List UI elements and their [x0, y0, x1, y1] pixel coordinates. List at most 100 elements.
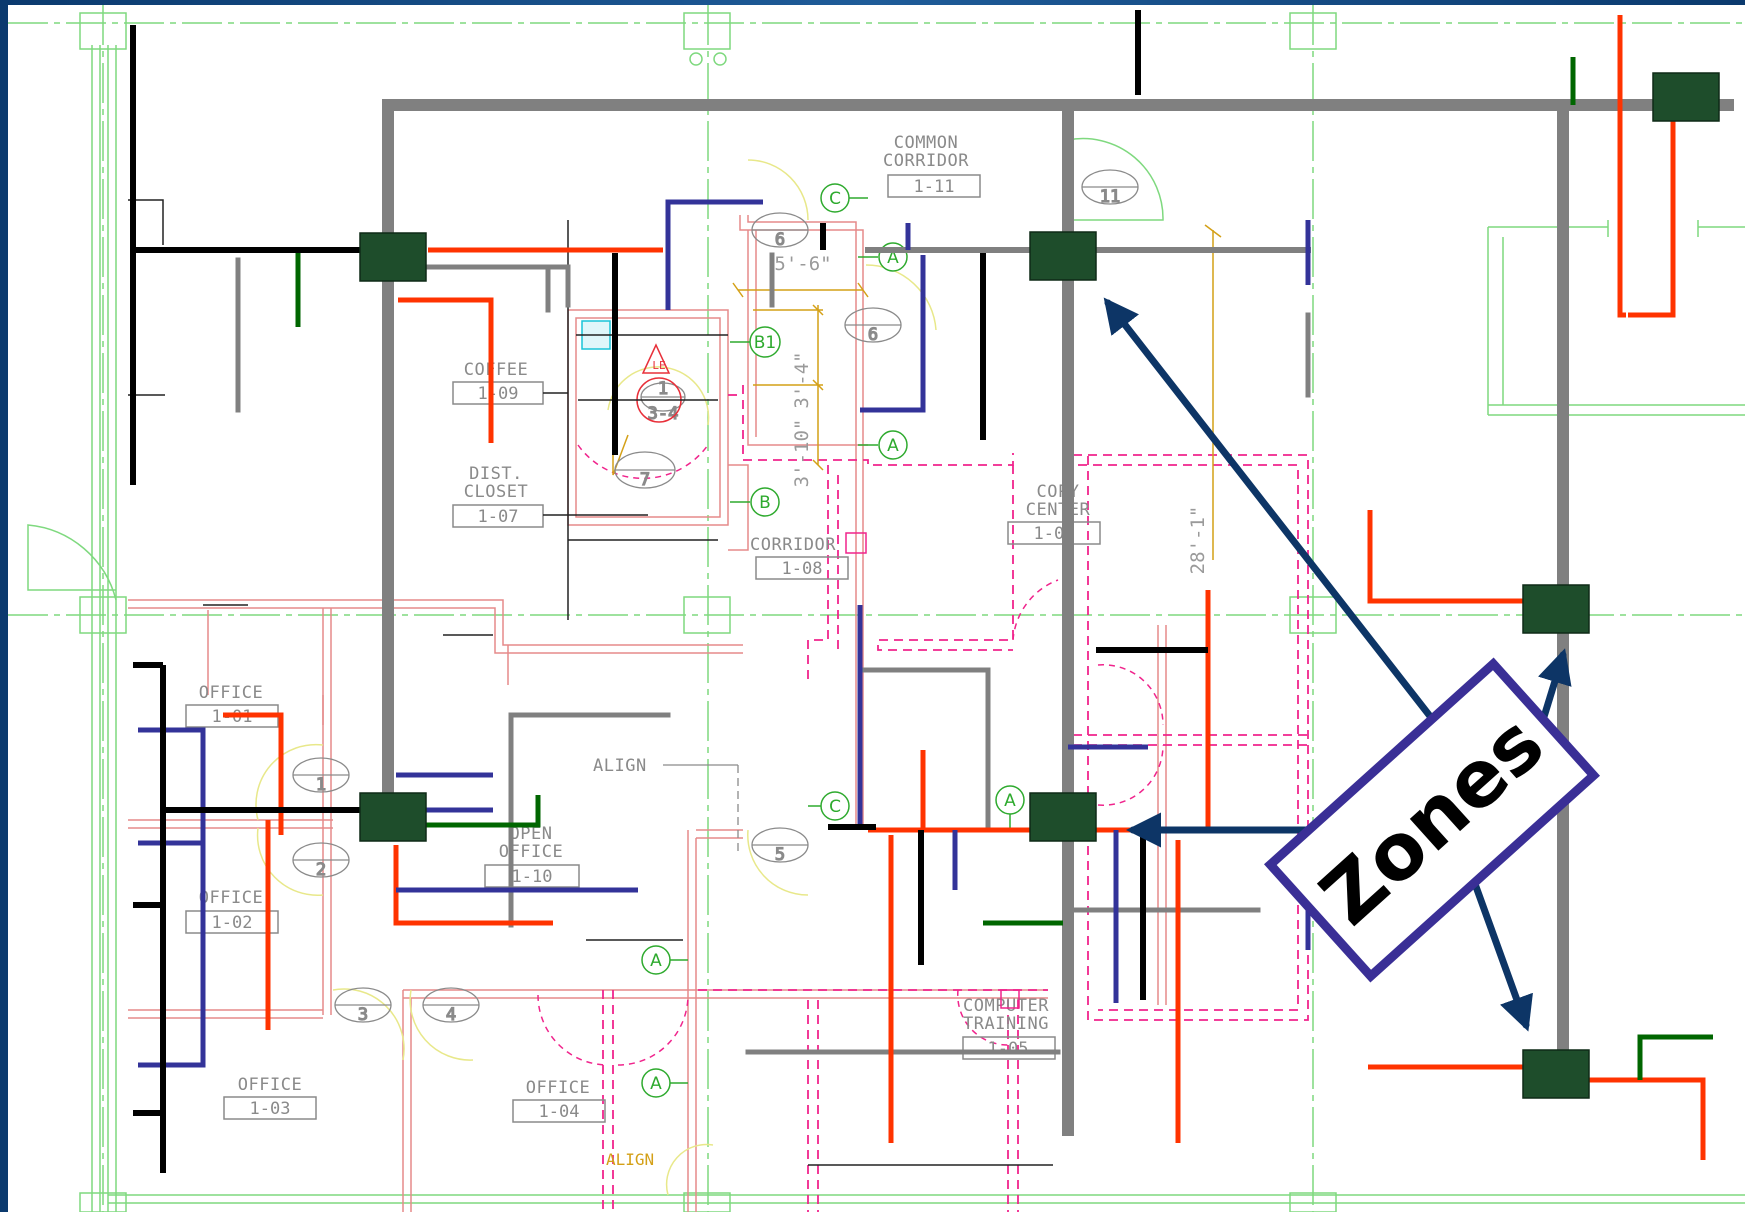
circle-tag: A: [878, 430, 908, 460]
room-number: 1-10: [512, 867, 553, 887]
room-name: OFFICE: [238, 1075, 302, 1095]
svg-text:A: A: [1004, 791, 1016, 811]
le-label: LE: [652, 359, 665, 372]
svg-text:5: 5: [775, 845, 785, 865]
svg-text:A: A: [650, 951, 662, 971]
svg-text:C: C: [829, 189, 841, 209]
door-tag: 11: [1081, 169, 1139, 208]
room-name: COMMON: [894, 133, 958, 153]
room-name: CENTER: [1026, 500, 1091, 520]
room-number: 1-11: [914, 177, 955, 197]
align-note: ALIGN: [593, 756, 647, 776]
door-tag: 1: [292, 757, 350, 796]
door-tag: 6: [751, 212, 809, 251]
circle-tag: B: [750, 487, 780, 517]
zones-callout: Zones: [1263, 657, 1601, 983]
leader-lines: [128, 199, 1053, 1166]
svg-text:7: 7: [640, 470, 650, 490]
duct-red: [223, 15, 1706, 1160]
circle-tag: A: [641, 1068, 671, 1098]
svg-text:3: 3: [358, 1005, 368, 1025]
zone-boxes: [359, 72, 1720, 1099]
door-tag: 7: [614, 451, 676, 491]
door-tag: 6: [844, 307, 902, 346]
circle-tag-leaders: [670, 197, 1011, 1084]
svg-text:2: 2: [316, 860, 326, 880]
room-number: 1-07: [478, 507, 519, 527]
zone-box: [359, 232, 427, 282]
circle-tag: A: [995, 785, 1025, 815]
svg-text:6: 6: [868, 325, 878, 345]
duct-black: [130, 10, 1208, 1173]
room-label-open-office: OPEN OFFICE 1-10: [484, 824, 580, 888]
room-name: OFFICE: [499, 842, 563, 862]
svg-text:A: A: [650, 1074, 662, 1094]
dimension-lines: [612, 224, 1222, 560]
room-number: 1-09: [478, 384, 519, 404]
circle-tag: A: [641, 945, 671, 975]
room-labels: COMMON CORRIDOR 1-11 COFFEE 1-09 DIST. C…: [185, 133, 1101, 1123]
room-number: 1-03: [250, 1099, 291, 1119]
floor-plan-drawing: COMMON CORRIDOR 1-11 COFFEE 1-09 DIST. C…: [8, 5, 1745, 1212]
room-label-coffee: COFFEE 1-09: [452, 360, 544, 405]
room-number: 1-08: [782, 559, 823, 579]
zone-box: [1522, 1049, 1590, 1099]
svg-text:11: 11: [1100, 187, 1120, 207]
room-label-copy-center: COPY CENTER 1-06: [1007, 482, 1101, 545]
circle-tags: C A B1 A B C A A A: [641, 183, 1025, 1098]
zone-box: [1029, 231, 1097, 281]
dimension-label: 3'-10": [791, 419, 813, 488]
interior-walls: [128, 215, 1167, 1212]
duct-green: [295, 57, 1713, 1080]
circle-tag: C: [820, 791, 850, 821]
room-label-office-103: OFFICE 1-03: [223, 1075, 317, 1120]
floor-plan-canvas: COMMON CORRIDOR 1-11 COFFEE 1-09 DIST. C…: [8, 5, 1745, 1212]
room-name: COFFEE: [464, 360, 528, 380]
door-tag: 2: [292, 842, 350, 881]
room-label-office-104: OFFICE 1-04: [512, 1078, 606, 1123]
room-label-office-101: OFFICE 1-01: [185, 683, 279, 728]
svg-text:4: 4: [446, 1005, 456, 1025]
room-label-office-102: OFFICE 1-02: [185, 888, 279, 934]
svg-text:6: 6: [775, 230, 785, 250]
door-tag: 3: [334, 987, 392, 1026]
room-name: OPEN: [510, 824, 553, 844]
room-name: CLOSET: [464, 482, 528, 502]
room-name: OFFICE: [199, 683, 263, 703]
room-name: OFFICE: [199, 888, 263, 908]
room-number: 1-04: [539, 1102, 580, 1122]
align-note: ALIGN: [606, 1150, 654, 1169]
exterior-walls: [27, 45, 1745, 1212]
room-number: 1-05: [988, 1039, 1029, 1059]
door-tag: 13-4: [640, 378, 686, 425]
dimension-label: 5'-6": [774, 253, 831, 275]
dimension-label: 3'-4": [791, 351, 813, 408]
zone-box: [1522, 584, 1590, 634]
room-number: 1-02: [212, 913, 253, 933]
svg-text:A: A: [887, 436, 899, 456]
svg-text:1: 1: [658, 379, 668, 399]
door-swings: [255, 159, 937, 1196]
callout-arrows: [1103, 297, 1572, 1032]
arrow: [1538, 648, 1572, 724]
svg-text:B1: B1: [754, 333, 776, 353]
dimension-label: 28'-1": [1187, 506, 1209, 575]
svg-text:C: C: [829, 797, 841, 817]
arrow: [1466, 866, 1533, 1032]
room-name: COMPUTER: [963, 996, 1049, 1016]
room-name: CORRIDOR: [750, 535, 836, 555]
arrow: [1103, 297, 1437, 724]
door-tag: 4: [422, 987, 480, 1026]
room-label-common-corridor: COMMON CORRIDOR 1-11: [883, 133, 981, 198]
zone-box: [1652, 72, 1720, 122]
align-notes: ALIGN ALIGN: [593, 756, 739, 1169]
zone-box: [1029, 792, 1097, 842]
callout-box: [1263, 657, 1601, 983]
circle-tag: B1: [749, 326, 781, 358]
grid-lines: [8, 5, 1745, 1212]
room-name: OFFICE: [526, 1078, 590, 1098]
svg-text:1: 1: [316, 775, 326, 795]
zone-box: [359, 792, 427, 842]
svg-text:B: B: [759, 493, 771, 513]
dimension-text: 5'-6" 3'-4" 3'-10" 28'-1": [774, 253, 1209, 574]
